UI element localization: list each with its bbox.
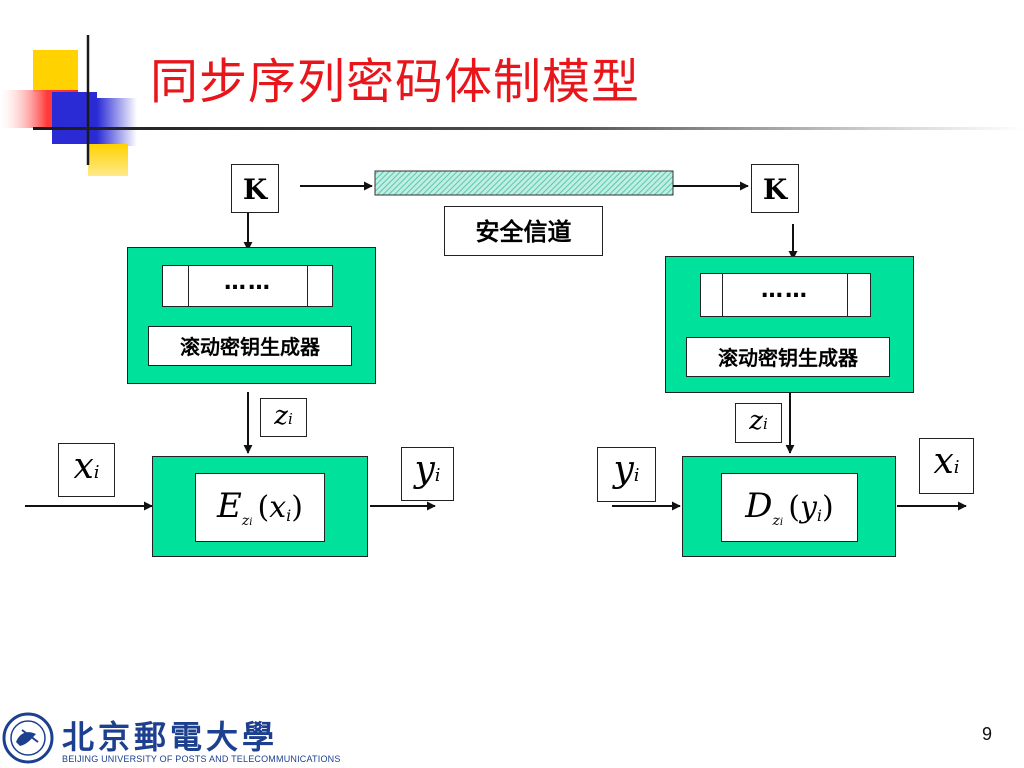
z-subscript: i: [287, 410, 293, 428]
z-symbol: z: [749, 406, 763, 436]
register-dots: ……: [224, 270, 272, 295]
enc-z-subscript: zi: [242, 513, 253, 529]
z-symbol: z: [772, 513, 780, 529]
enc-func-symbol: E: [217, 486, 242, 526]
y-subscript: i: [816, 506, 823, 525]
keystream-generator-left: …… 滚动密钥生成器: [127, 247, 376, 384]
corner-decoration: [0, 35, 137, 176]
key-box-right: K: [751, 164, 799, 213]
decryption-function: Dzi (yi): [721, 473, 858, 542]
shift-register: ……: [162, 265, 333, 307]
y-symbol: y: [799, 490, 817, 525]
plaintext-input-var: xi: [58, 443, 115, 497]
encryptor-block: Ezi (xi): [152, 456, 368, 557]
decryptor-block: Dzi (yi): [682, 456, 896, 557]
page-number: 9: [981, 724, 992, 744]
y-symbol: y: [414, 449, 435, 490]
x-subscript: i: [953, 457, 960, 478]
y-symbol: y: [613, 449, 634, 490]
ciphertext-output-var: yi: [401, 447, 454, 501]
title-underline: [33, 127, 1024, 130]
z-subscript: i: [249, 517, 253, 528]
paren-close: ): [822, 490, 834, 525]
keystream-var-left: zi: [260, 398, 307, 437]
register-cell-divider: [188, 266, 189, 306]
z-symbol: z: [274, 401, 288, 431]
dec-func-symbol: D: [745, 486, 773, 526]
university-seal-icon: [2, 712, 54, 764]
ciphertext-input-var: yi: [597, 447, 656, 502]
keystream-generator-label: 滚动密钥生成器: [148, 326, 352, 366]
register-dots: ……: [761, 278, 809, 303]
secure-channel-label: 安全信道: [444, 206, 603, 256]
university-name-cn: 北京郵電大學: [62, 718, 279, 756]
deco-yellow-square-top: [33, 50, 78, 92]
paren-close: ): [291, 490, 303, 525]
x-symbol: x: [933, 441, 954, 482]
key-label: K: [762, 173, 788, 206]
keystream-var-right: zi: [735, 403, 782, 443]
y-subscript: i: [434, 465, 441, 486]
x-subscript: i: [93, 462, 100, 483]
register-cell-divider: [847, 274, 848, 316]
paren-open: (: [257, 490, 270, 525]
shift-register: ……: [700, 273, 871, 317]
university-name-en: BEIJING UNIVERSITY OF POSTS AND TELECOMM…: [62, 754, 341, 764]
deco-blue-fade: [97, 98, 137, 146]
x-symbol: x: [269, 490, 287, 525]
y-subscript: i: [633, 465, 640, 486]
paren-open: (: [788, 490, 800, 525]
register-cell-divider: [307, 266, 308, 306]
register-cell-divider: [722, 274, 723, 316]
x-subscript: i: [286, 506, 292, 525]
secure-channel-bar: [374, 170, 674, 196]
key-box-left: K: [231, 164, 279, 213]
encryption-function: Ezi (xi): [195, 473, 325, 542]
deco-blue-square: [52, 92, 97, 144]
plaintext-output-var: xi: [919, 438, 974, 494]
z-subscript: i: [779, 517, 784, 528]
keystream-generator-label: 滚动密钥生成器: [686, 337, 890, 377]
z-symbol: z: [241, 513, 250, 529]
z-subscript: i: [762, 415, 768, 433]
dec-z-subscript: zi: [773, 513, 784, 529]
x-symbol: x: [73, 446, 94, 487]
slide-title: 同步序列密码体制模型: [150, 54, 641, 110]
keystream-generator-right: …… 滚动密钥生成器: [665, 256, 914, 393]
deco-yellow-square-bottom: [88, 144, 128, 176]
key-label: K: [242, 173, 268, 206]
